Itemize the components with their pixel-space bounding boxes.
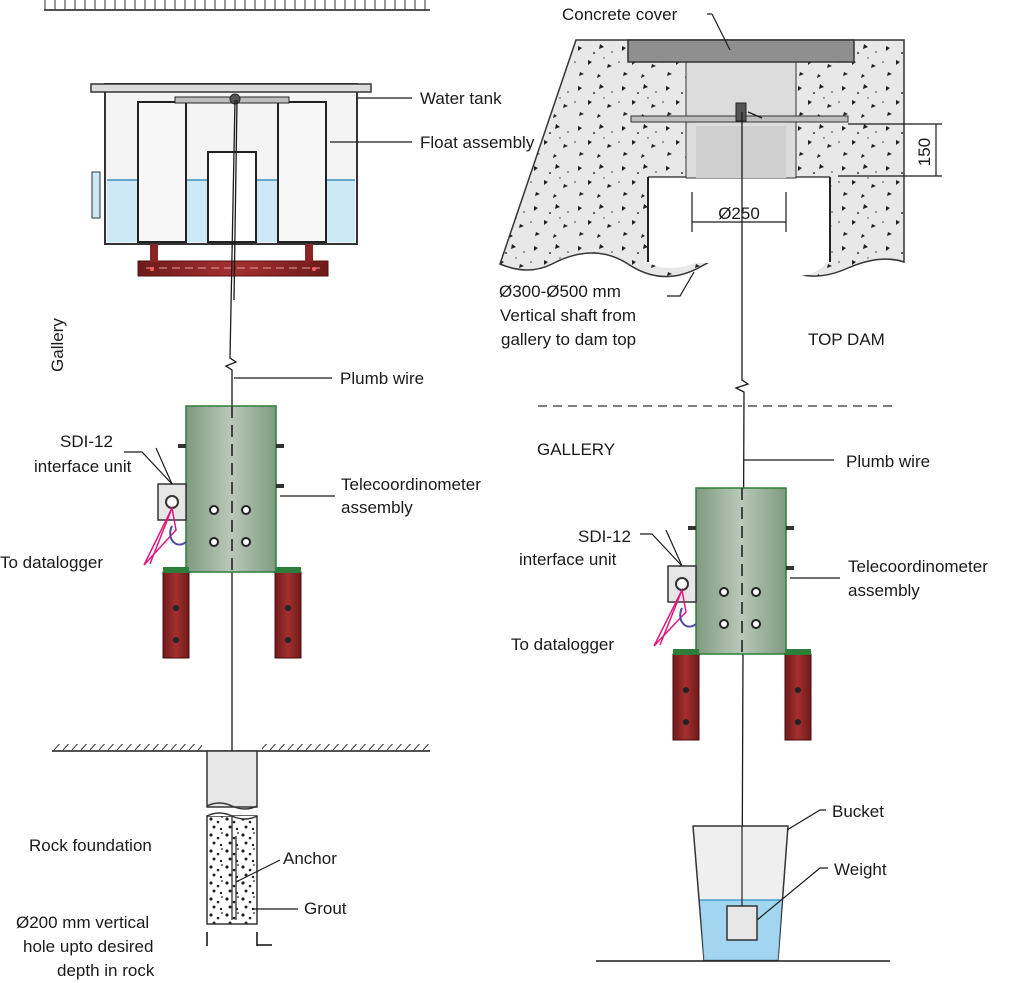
plumb-wire-right-label: Plumb wire <box>846 452 930 471</box>
to-datalogger-right-label: To datalogger <box>511 635 614 654</box>
bucket-label: Bucket <box>832 802 884 821</box>
telecoordinometer-right <box>653 487 812 741</box>
telecoord-right-label-2: assembly <box>848 581 920 600</box>
sdi12-left-label-2: interface unit <box>34 457 132 476</box>
bucket <box>596 825 890 962</box>
water-tank-label: Water tank <box>420 89 502 108</box>
top-dam-label: TOP DAM <box>808 330 885 349</box>
concrete-cover-label: Concrete cover <box>562 5 678 24</box>
float-assembly-label: Float assembly <box>420 133 535 152</box>
telecoord-left-label-1: Telecoordinometer <box>341 475 481 494</box>
rock-foundation <box>52 744 430 925</box>
sdi12-right-label-1: SDI-12 <box>578 527 631 546</box>
ceiling-hatch <box>44 0 430 11</box>
dim-150-label: 150 <box>915 138 934 166</box>
shaft-label-3: gallery to dam top <box>501 330 636 349</box>
sdi12-right-label-2: interface unit <box>519 550 617 569</box>
grout-label: Grout <box>304 899 347 918</box>
to-datalogger-left-label: To datalogger <box>0 553 103 572</box>
hole-label-2: hole upto desired <box>23 937 153 956</box>
rock-foundation-label: Rock foundation <box>29 836 152 855</box>
gallery-vertical-label: Gallery <box>48 318 67 372</box>
plumb-wire-left-label: Plumb wire <box>340 369 424 388</box>
gallery-label: GALLERY <box>537 440 615 459</box>
hole-label-3: depth in rock <box>57 961 155 980</box>
sdi12-left-label-1: SDI-12 <box>60 432 113 451</box>
water-tank <box>90 83 372 277</box>
plumb-wire-right <box>734 111 763 907</box>
dim-250-label: Ø250 <box>718 204 760 223</box>
telecoord-right-label-1: Telecoordinometer <box>848 557 988 576</box>
weight-label: Weight <box>834 860 887 879</box>
telecoord-left-label-2: assembly <box>341 498 413 517</box>
anchor-label: Anchor <box>283 849 337 868</box>
shaft-label-1: Ø300-Ø500 mm <box>499 282 621 301</box>
shaft-label-2: Vertical shaft from <box>500 306 636 325</box>
concrete-block <box>499 39 905 278</box>
hole-label-1: Ø200 mm vertical <box>16 913 149 932</box>
telecoordinometer-left <box>143 405 302 659</box>
